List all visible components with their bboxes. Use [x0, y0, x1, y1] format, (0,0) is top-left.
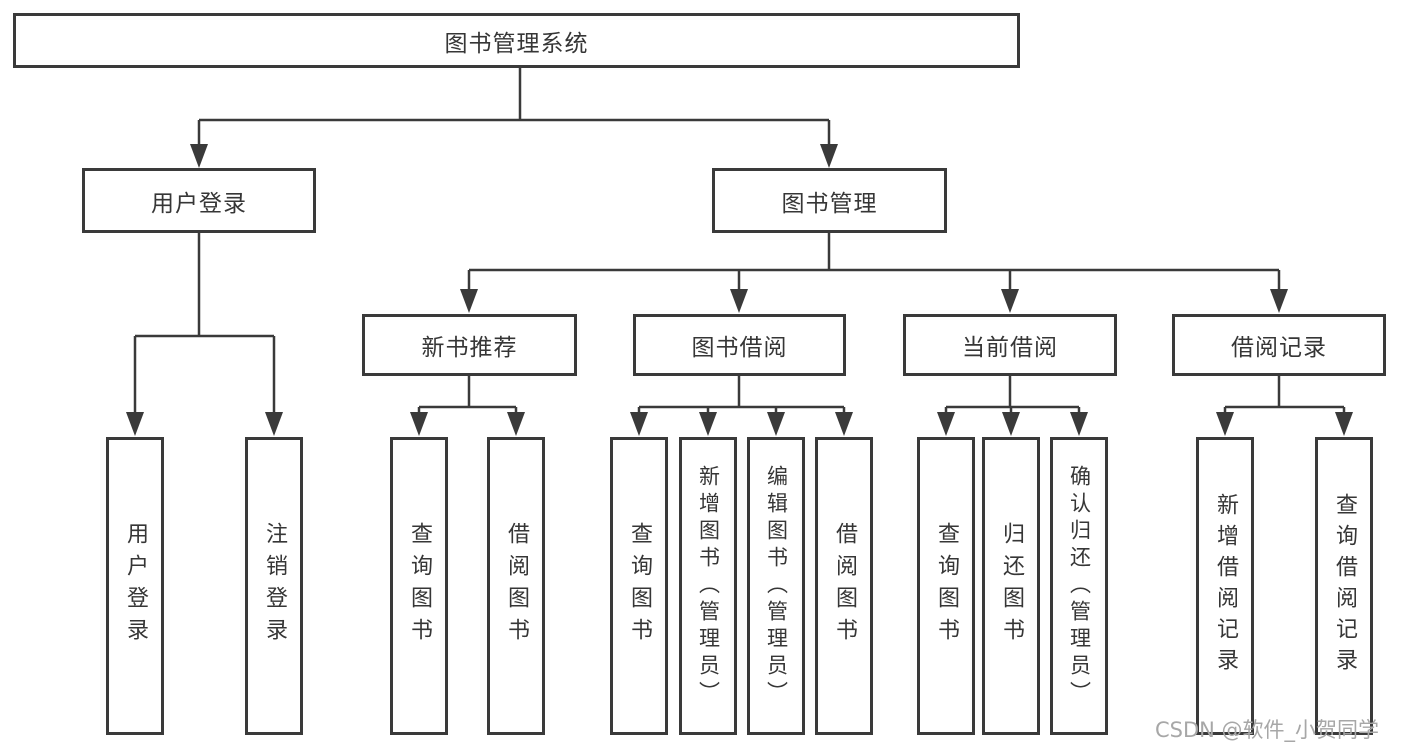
- node-label: 编辑图书（管理员）: [764, 464, 789, 708]
- node-label: 查询图书: [407, 522, 432, 650]
- node-add-books-admin: 新增图书（管理员）: [679, 437, 737, 735]
- node-label: 图书管理: [781, 190, 878, 217]
- node-borrow-books: 借阅图书: [815, 437, 873, 735]
- node-library-system: 图书管理系统: [13, 13, 1020, 68]
- csdn-watermark: CSDN @软件_小贺同学: [1155, 718, 1380, 742]
- node-label: 图书管理系统: [444, 30, 589, 57]
- node-query-books: 查询图书: [390, 437, 448, 735]
- node-label: 借阅图书: [504, 522, 529, 650]
- node-current-borrowing: 当前借阅: [903, 314, 1117, 376]
- node-query-borrow-record: 查询借阅记录: [1315, 437, 1373, 735]
- node-add-borrow-record: 新增借阅记录: [1196, 437, 1254, 735]
- node-book-borrowing: 图书借阅: [633, 314, 846, 376]
- node-label: 用户登录: [123, 522, 148, 650]
- node-borrow-records: 借阅记录: [1172, 314, 1386, 376]
- node-label: 图书借阅: [691, 335, 788, 361]
- node-user-login: 用户登录: [106, 437, 164, 735]
- node-borrow-books: 借阅图书: [487, 437, 545, 735]
- node-label: 新增借阅记录: [1213, 493, 1238, 679]
- node-return-books: 归还图书: [982, 437, 1040, 735]
- node-label: 当前借阅: [962, 335, 1058, 361]
- node-label: 查询借阅记录: [1332, 493, 1357, 679]
- node-query-books: 查询图书: [917, 437, 975, 735]
- node-label: 用户登录: [151, 190, 247, 217]
- node-label: 查询图书: [627, 522, 652, 650]
- node-query-books: 查询图书: [610, 437, 668, 735]
- node-confirm-return-admin: 确认归还（管理员）: [1050, 437, 1108, 735]
- node-label: 确认归还（管理员）: [1067, 464, 1092, 708]
- node-label: 借阅记录: [1231, 335, 1327, 361]
- node-edit-books-admin: 编辑图书（管理员）: [747, 437, 805, 735]
- node-book-management-branch: 图书管理: [712, 168, 947, 233]
- node-label: 借阅图书: [832, 522, 857, 650]
- node-label: 归还图书: [999, 522, 1024, 650]
- node-logout: 注销登录: [245, 437, 303, 735]
- node-label: 查询图书: [934, 522, 959, 650]
- node-label: 注销登录: [262, 522, 287, 650]
- node-label: 新书推荐: [421, 335, 518, 361]
- node-new-book-recommend: 新书推荐: [362, 314, 577, 376]
- node-label: 新增图书（管理员）: [696, 464, 721, 708]
- node-user-login-branch: 用户登录: [82, 168, 316, 233]
